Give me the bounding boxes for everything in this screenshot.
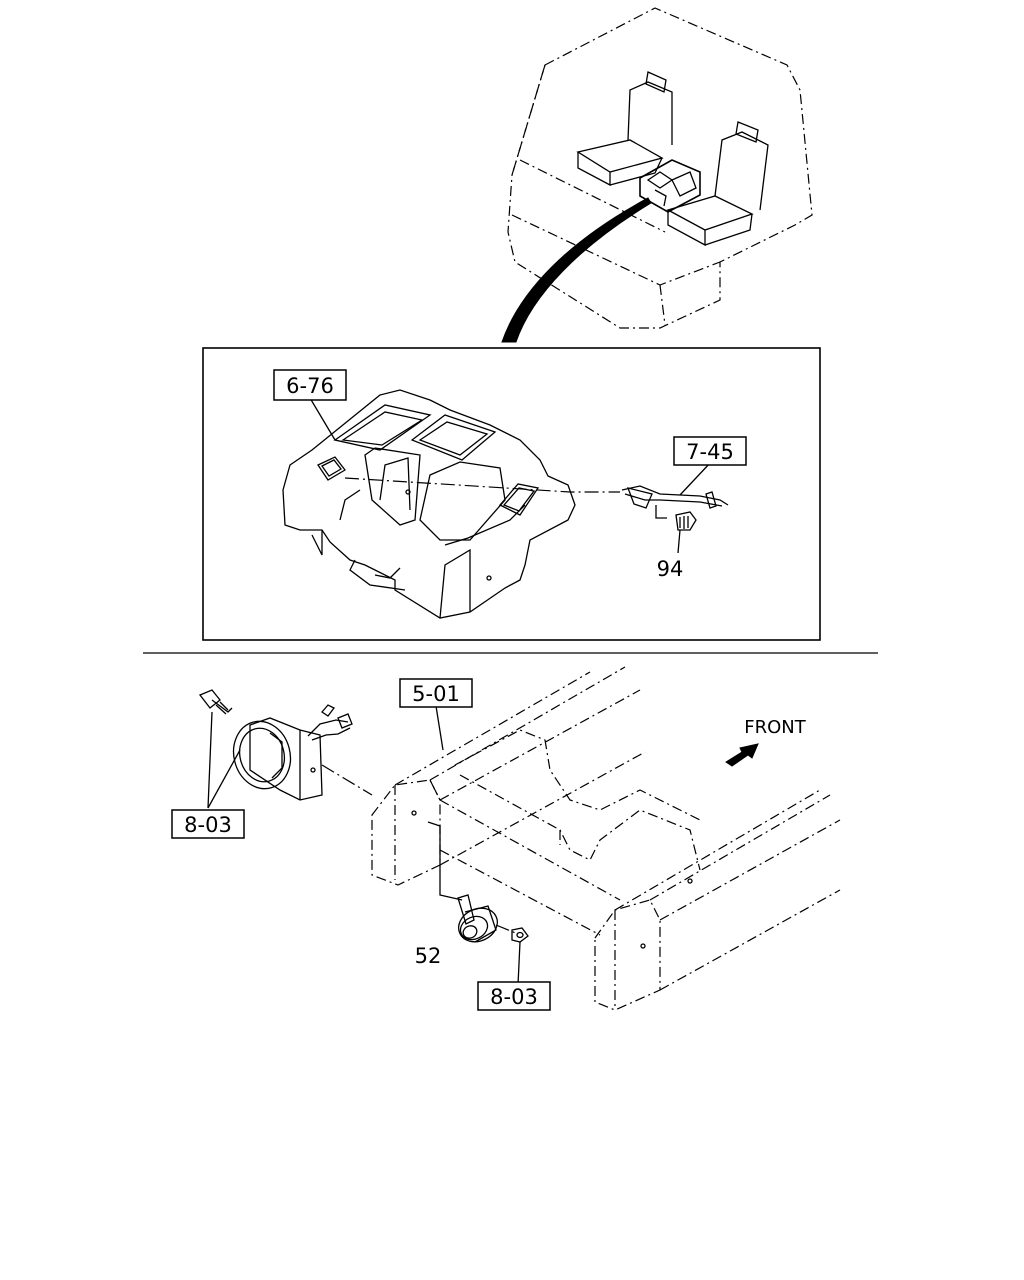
horn-drawing — [427, 821, 529, 986]
console-box-drawing — [282, 389, 576, 619]
front-direction-arrow — [725, 743, 759, 767]
harness-drawing — [344, 477, 729, 554]
callout-lamp-fastener: 8-03 — [171, 809, 245, 839]
cab-overview — [501, 7, 813, 343]
callout-5-01: 5-01 — [412, 682, 460, 706]
callout-harness: 7-45 — [673, 436, 747, 466]
callout-frame: 5-01 — [399, 678, 473, 708]
callout-6-76: 6-76 — [286, 374, 334, 398]
callout-7-45: 7-45 — [686, 440, 734, 464]
frame-drawing — [371, 666, 841, 1011]
front-label: FRONT — [744, 717, 806, 738]
callout-horn-nut: 8-03 — [477, 981, 551, 1011]
callout-8-03-lamp: 8-03 — [184, 813, 232, 837]
callout-console-box: 6-76 — [273, 369, 347, 401]
callout-94: 94 — [657, 557, 684, 581]
lamp-drawing — [198, 689, 373, 801]
console-detail-frame — [202, 347, 821, 641]
callout-8-03-horn: 8-03 — [490, 985, 538, 1009]
callout-52: 52 — [415, 944, 442, 968]
